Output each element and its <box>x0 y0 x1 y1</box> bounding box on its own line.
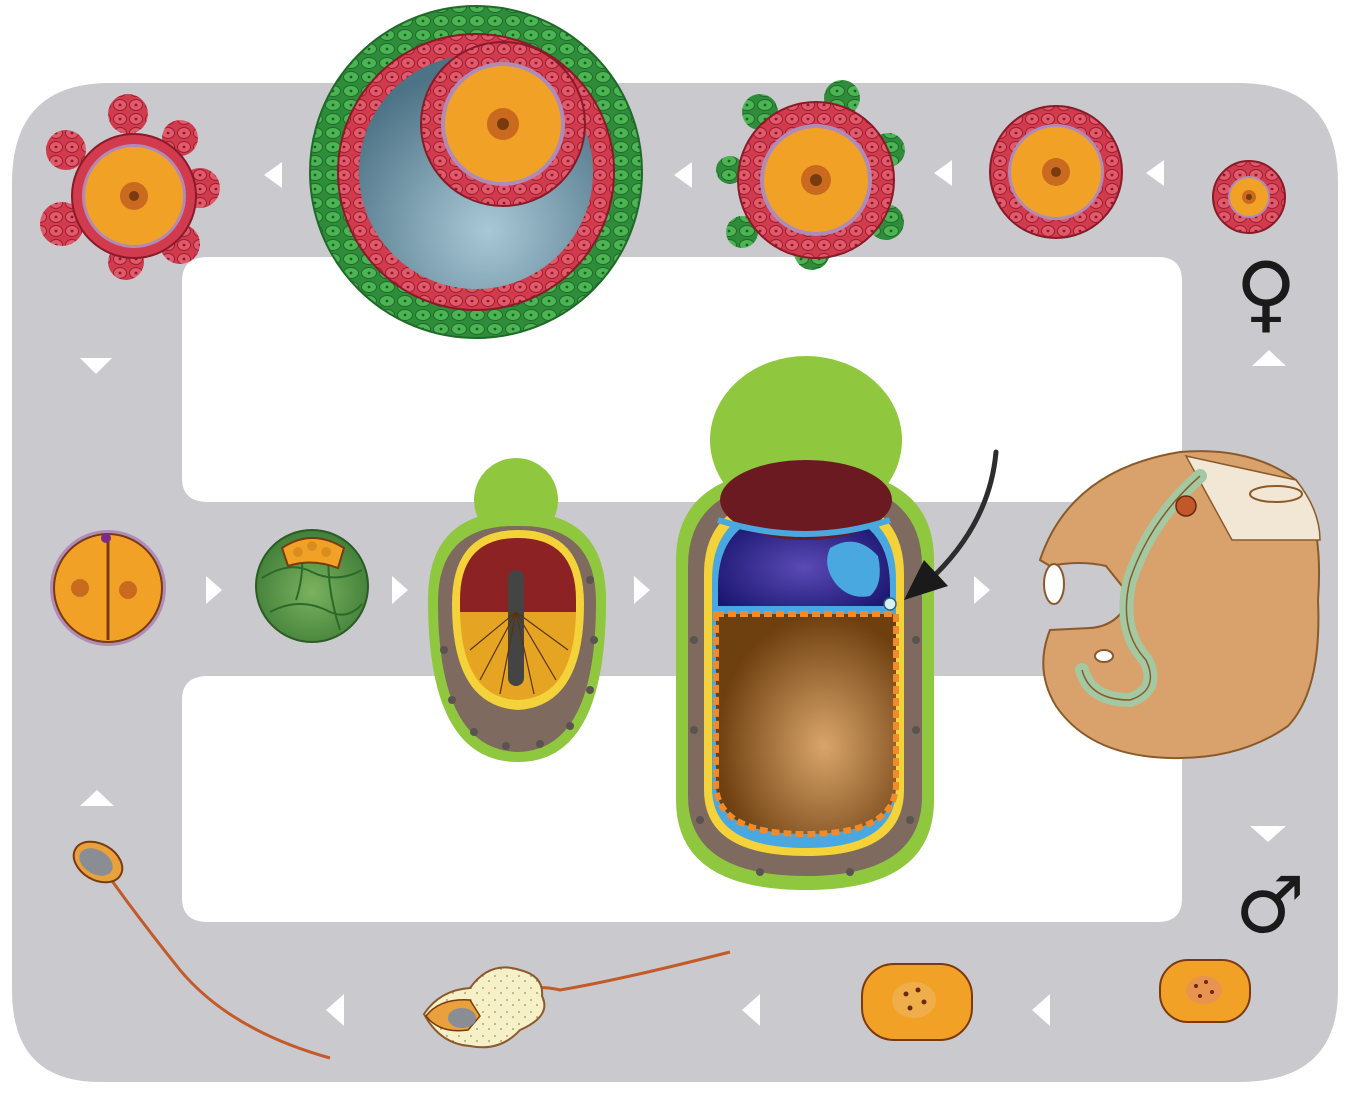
follicle-primary <box>990 106 1122 238</box>
male-symbol: ♂ <box>1235 861 1305 951</box>
zygote-two-cell <box>50 530 166 646</box>
female-symbol: ♀ <box>1235 244 1297 342</box>
embryo-gastrula <box>676 356 934 890</box>
follicle-antral <box>310 6 642 338</box>
spermatogonium <box>1160 960 1250 1022</box>
spermatocyte <box>862 964 972 1040</box>
follicle-primordial <box>1213 161 1285 233</box>
morula <box>256 530 368 642</box>
